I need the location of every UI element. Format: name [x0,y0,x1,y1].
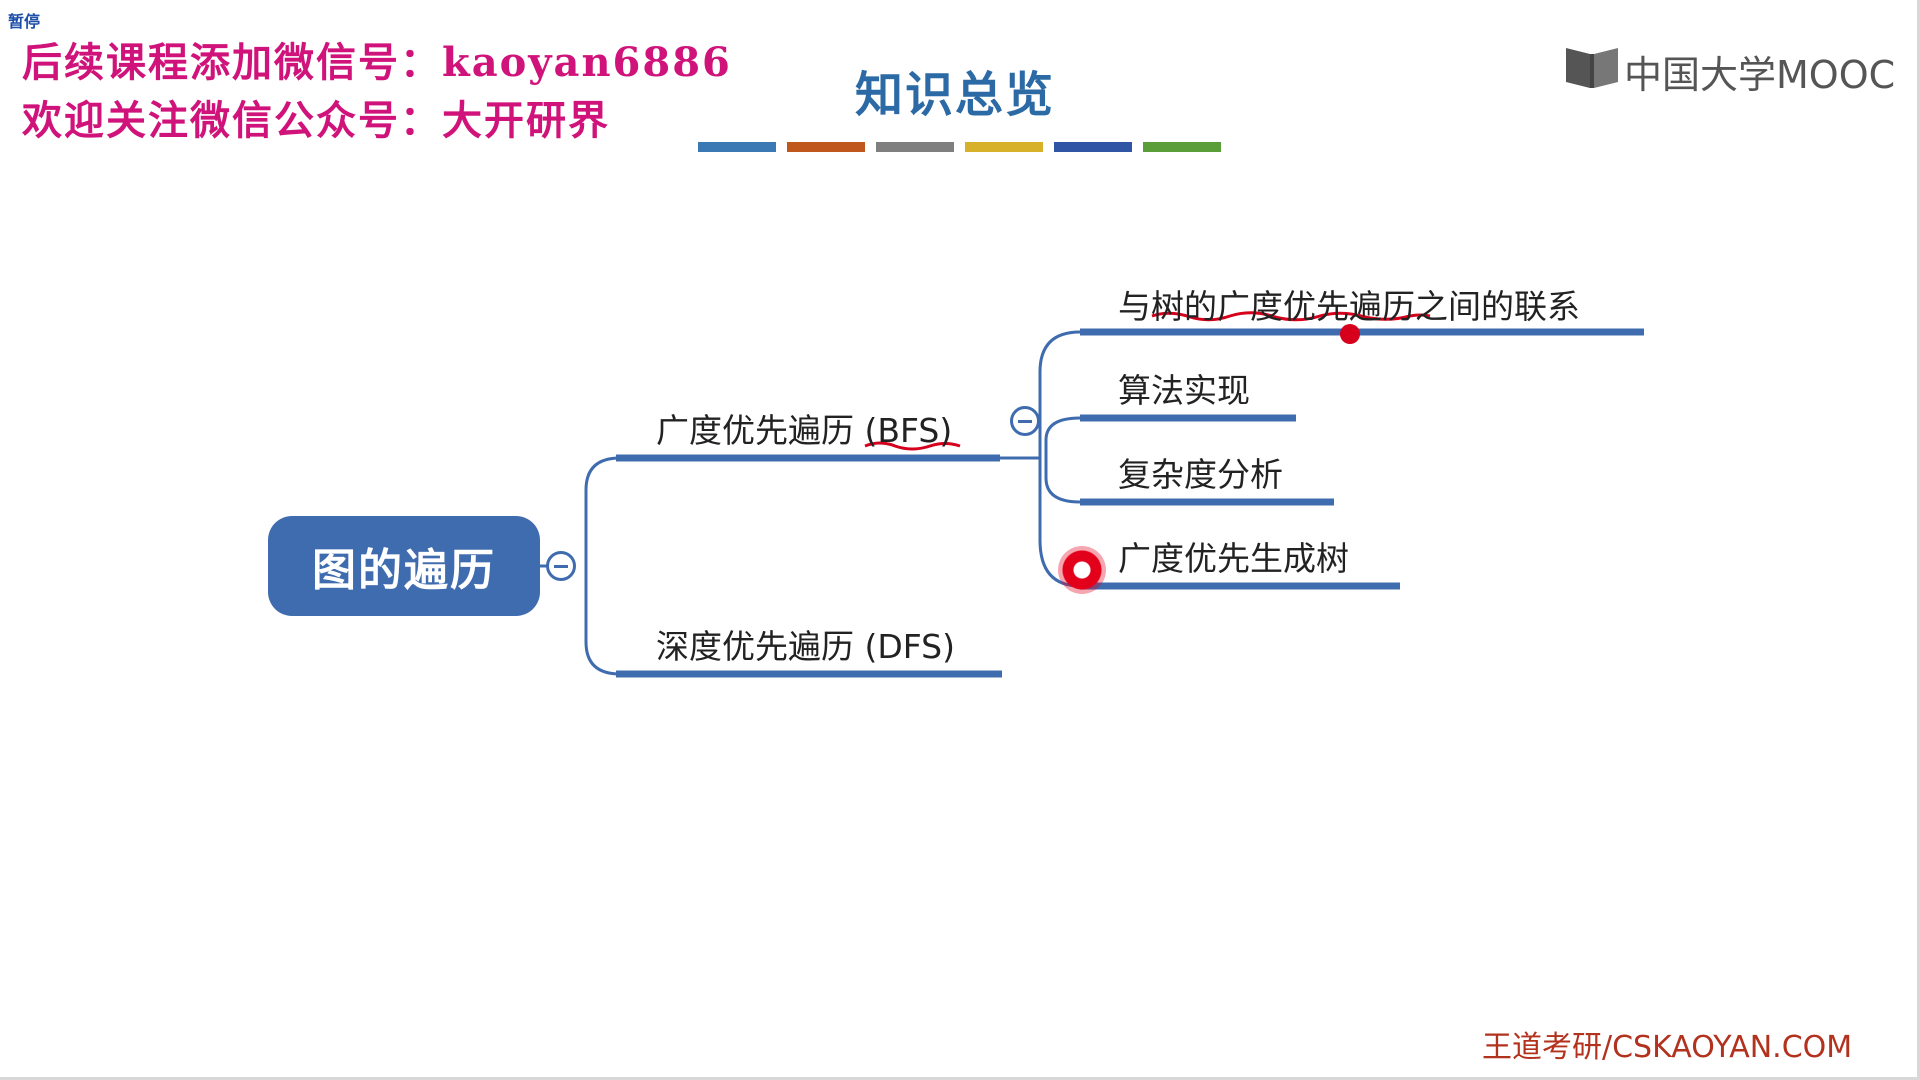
logo-text: 中国大学MOOC [1624,53,1896,97]
color-bar-3 [876,142,954,152]
branch-bfs[interactable]: 广度优先遍历 (BFS) [656,411,953,450]
pause-indicator[interactable]: 暂停 [8,12,41,31]
watermark-line-2: 欢迎关注微信公众号：大开研界 [22,97,610,144]
watermark-line-1: 后续课程添加微信号：kaoyan6886 [22,39,732,86]
color-bar-5 [1054,142,1132,152]
bfs-child-spanning-tree[interactable]: 广度优先生成树 [1118,539,1349,578]
color-bar-2 [787,142,865,152]
color-bar-1 [698,142,776,152]
mindmap-root-node[interactable]: 图的遍历 [268,516,540,616]
bfs-child-tree-relation[interactable]: 与树的广度优先遍历之间的联系 [1118,287,1580,326]
bfs-child-complexity[interactable]: 复杂度分析 [1118,455,1283,494]
slide-title: 知识总览 [855,67,1056,123]
laser-pointer-cursor [1058,546,1106,594]
root-label: 图的遍历 [312,545,496,596]
red-annotation-dot [1340,324,1360,344]
bfs-collapse-button[interactable] [1010,406,1040,436]
red-annotation-underlines [864,311,1431,451]
root-collapse-button[interactable] [546,551,576,581]
branch-dfs[interactable]: 深度优先遍历 (DFS) [656,627,955,666]
bfs-child-algorithm[interactable]: 算法实现 [1118,371,1250,410]
color-bar-6 [1143,142,1221,152]
book-icon [1566,48,1618,88]
footer-brand: 王道考研/CSKAOYAN.COM [1482,1030,1853,1065]
color-bar-4 [965,142,1043,152]
